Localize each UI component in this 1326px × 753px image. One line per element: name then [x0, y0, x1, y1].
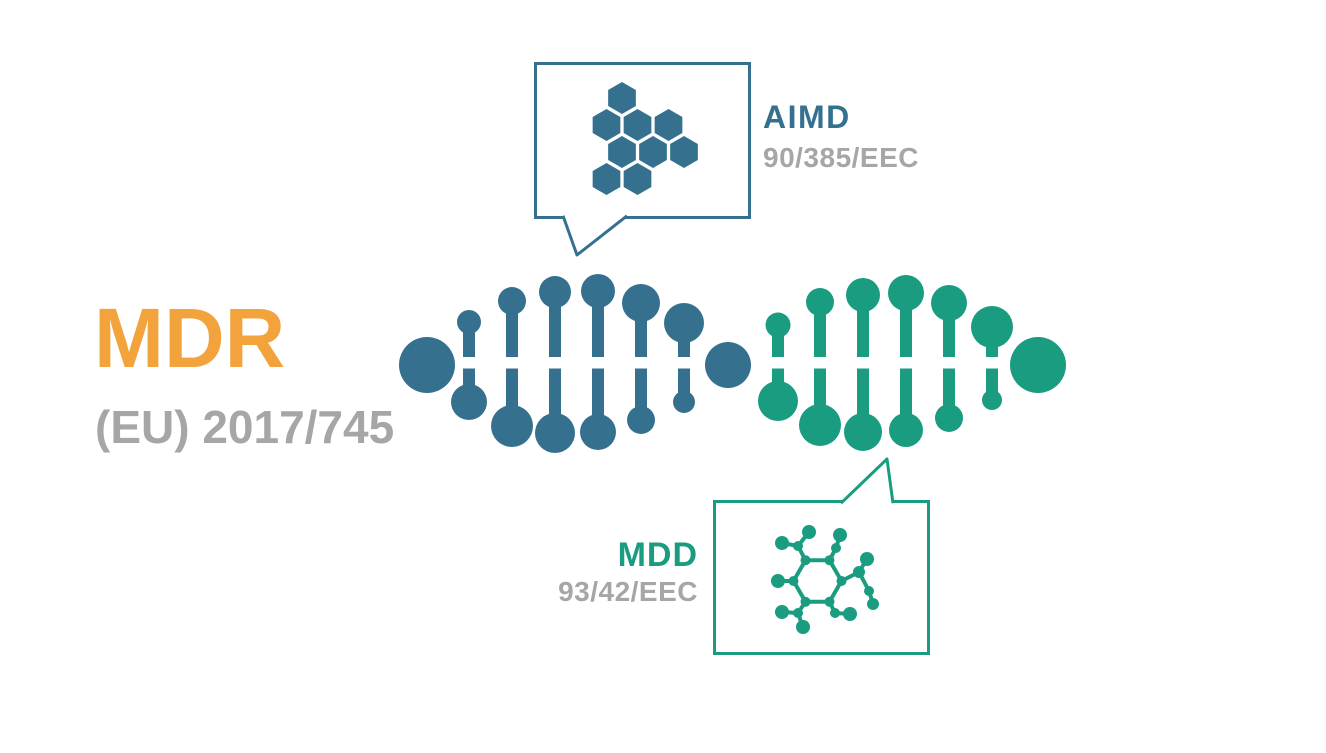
mdd-callout-box — [713, 500, 930, 655]
dna-strand-left-half — [399, 274, 751, 453]
mdd-directive-number: 93/42/EEC — [558, 576, 698, 607]
mdd-callout-bubble — [713, 457, 930, 655]
molecule-icon — [771, 525, 879, 634]
mdd-callout-tail — [839, 457, 895, 505]
hexagon-cluster-icon — [592, 82, 698, 195]
aimd-directive-number: 90/385/EEC — [763, 142, 919, 173]
mdr-title: MDR — [94, 291, 286, 385]
aimd-acronym-label: AIMD — [763, 99, 851, 135]
mdd-acronym-label: MDD — [617, 536, 698, 574]
aimd-callout-bubble — [534, 62, 751, 257]
aimd-callout-box — [534, 62, 751, 219]
aimd-callout-tail — [561, 214, 628, 257]
mdr-regulation-number: (EU) 2017/745 — [95, 401, 395, 453]
dna-strand-right-half — [758, 275, 1066, 451]
